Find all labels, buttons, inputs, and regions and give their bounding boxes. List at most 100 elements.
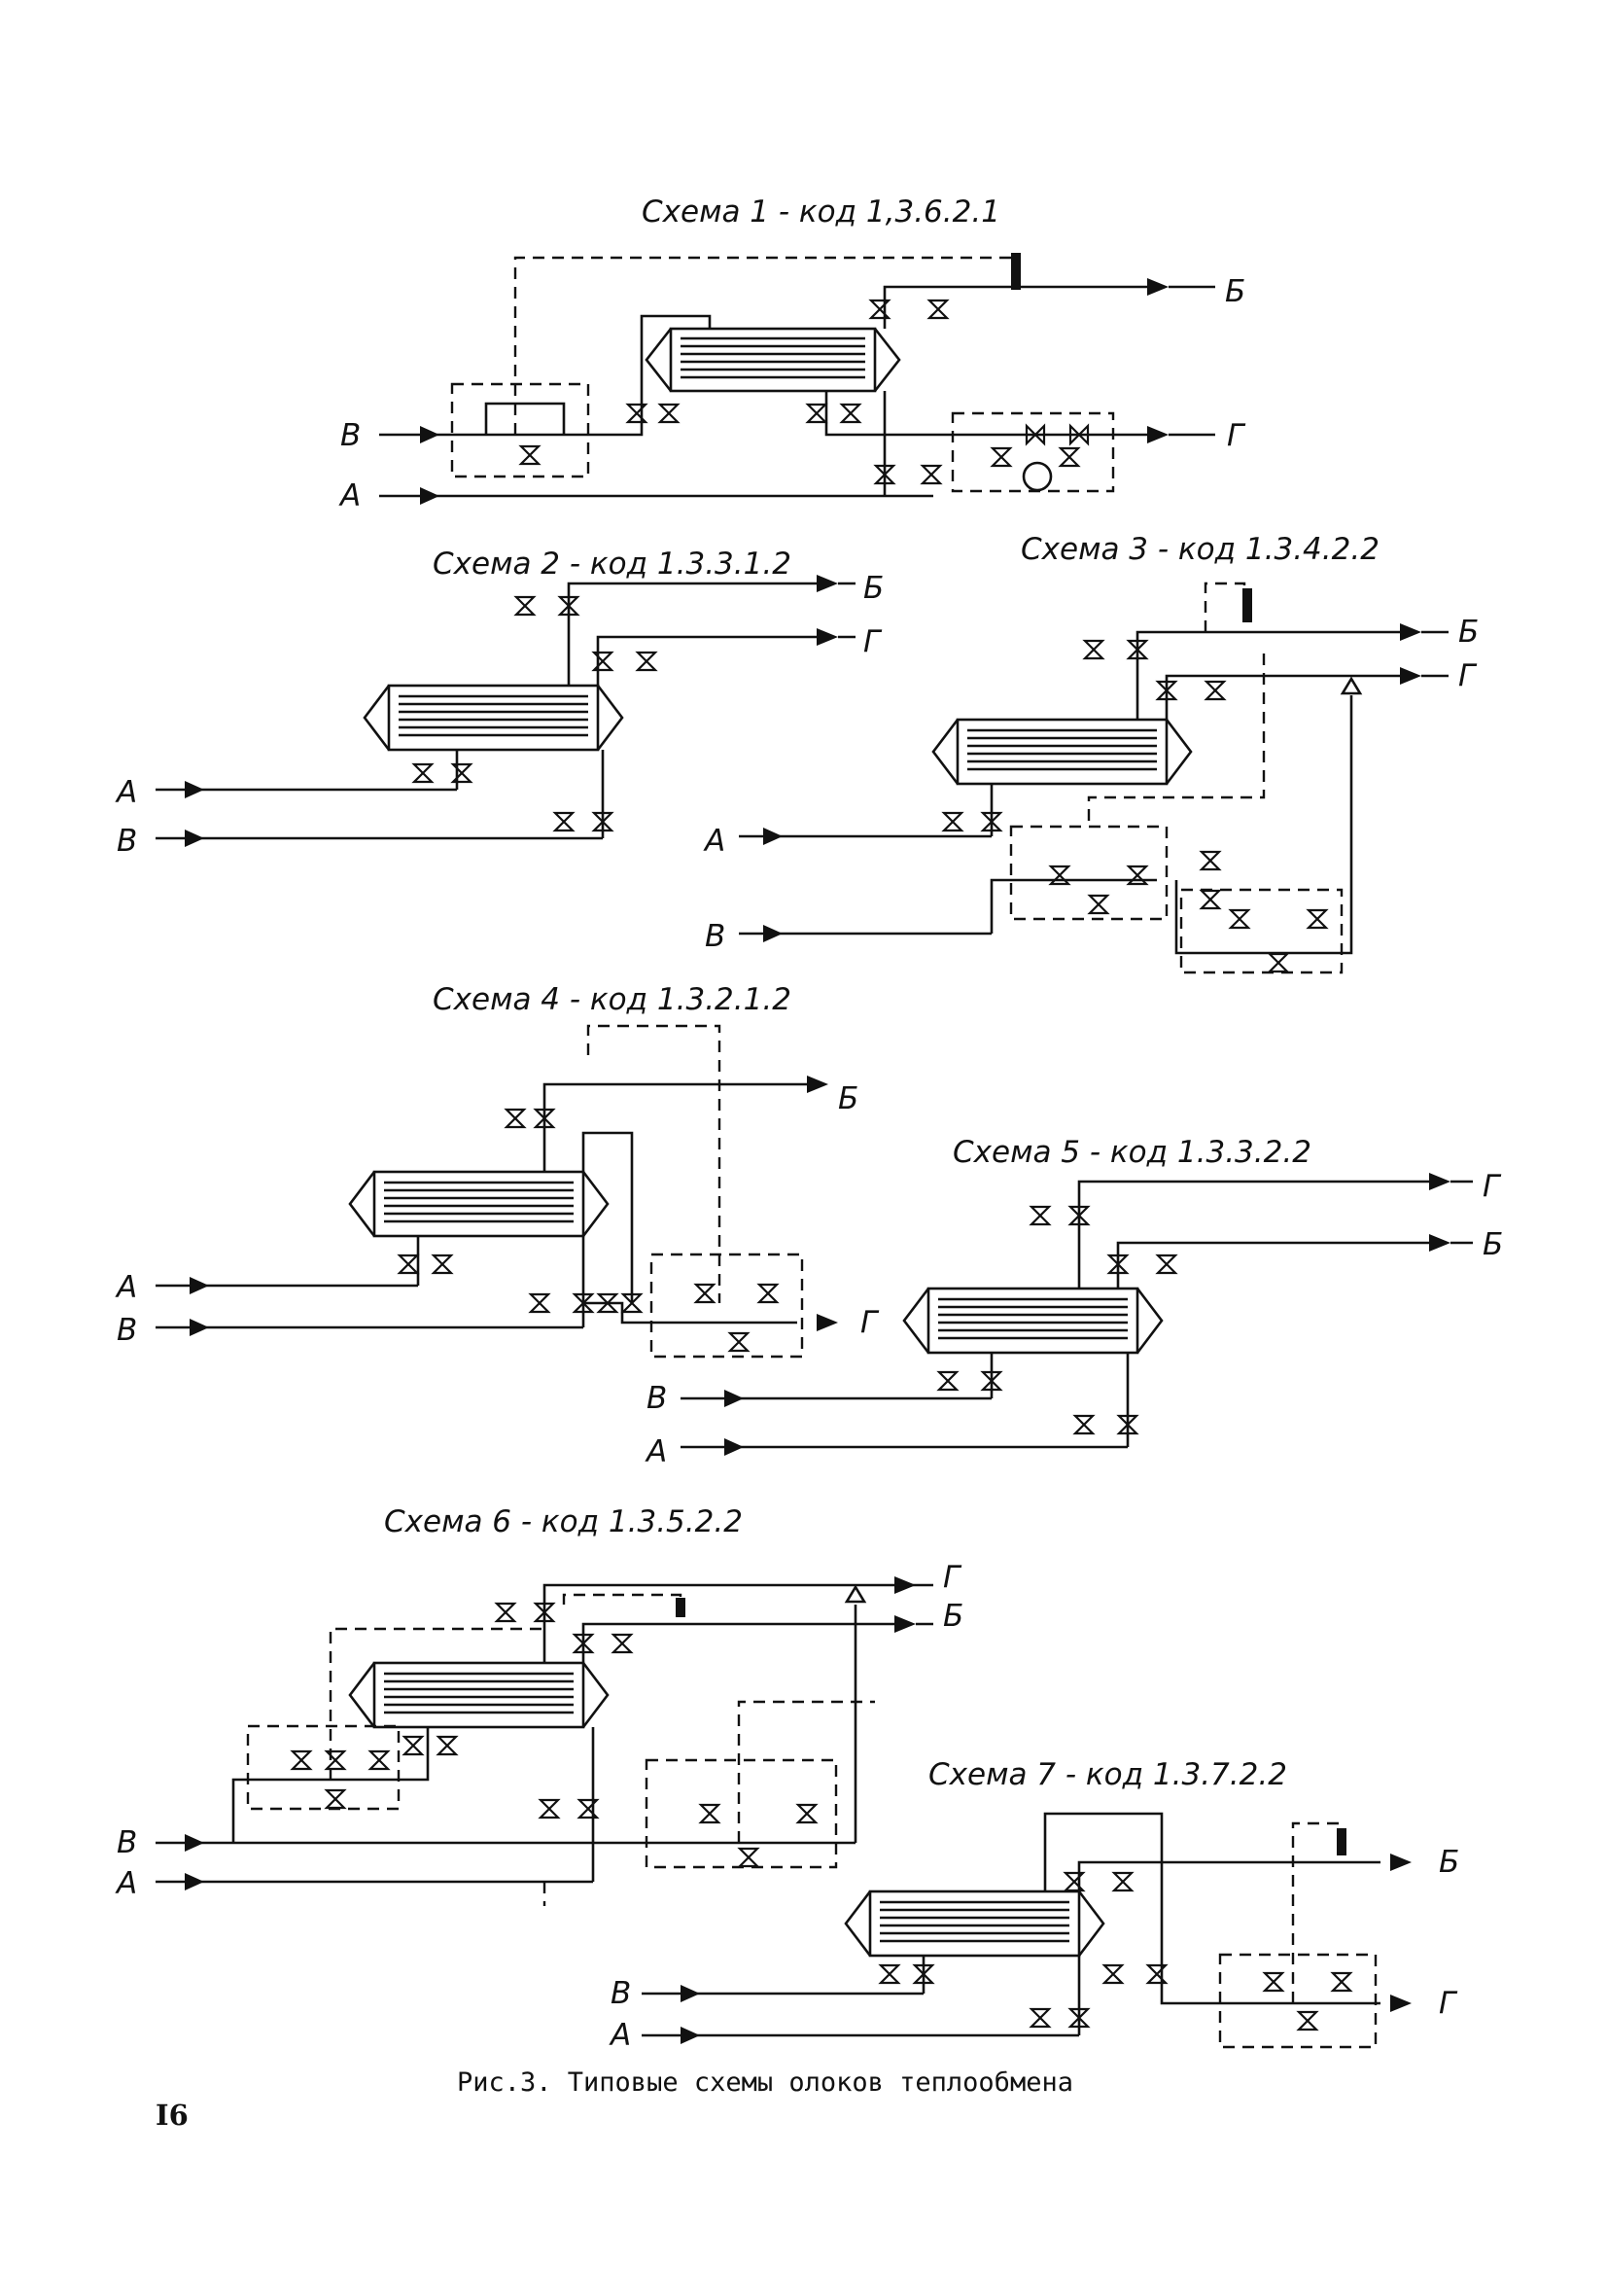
scheme-7-inlet-arrow-v — [681, 1985, 700, 2002]
scheme-6-piping — [156, 1576, 933, 1906]
scheme-6-label-a: А — [115, 1866, 137, 1901]
valve-icon — [1029, 1205, 1052, 1226]
valve-icon — [839, 403, 862, 424]
valve-icon — [1058, 446, 1081, 468]
scheme-2-label-v: В — [117, 824, 137, 859]
valve-icon — [1155, 680, 1178, 701]
valve-icon — [980, 811, 1003, 832]
scheme-2-piping — [156, 575, 856, 847]
scheme-5-heat-exchanger — [902, 1287, 1164, 1355]
valve-icon — [504, 1108, 527, 1129]
scheme-5-stream-labels: Г Б В А — [645, 1169, 1503, 1469]
scheme-2-stream-labels: Б Г А В — [115, 571, 884, 859]
scheme-7-label-a: А — [609, 2018, 631, 2053]
scheme-1-piping — [379, 253, 1215, 505]
scheme-7-outlet-arrow-b — [1390, 1854, 1412, 1871]
valve-icon — [620, 1292, 644, 1314]
valve-icon — [533, 1602, 556, 1623]
scheme-3-piping — [739, 582, 1449, 974]
valve-icon — [528, 1292, 551, 1314]
valve-icon — [1296, 2010, 1319, 2031]
valve-icon — [625, 403, 648, 424]
scheme-1-inlet-arrow-v — [420, 426, 439, 443]
scheme-6-label-b: Б — [943, 1599, 963, 1634]
valve-icon — [436, 1735, 459, 1756]
valve-icon — [1330, 1971, 1353, 1993]
valve-icon — [450, 762, 473, 784]
valve-icon — [324, 1788, 347, 1810]
valve-icon — [1048, 865, 1071, 886]
scheme-3-label-b: Б — [1458, 615, 1479, 650]
valve-icon — [980, 1370, 1003, 1392]
scheme-7-label-g: Г — [1439, 1986, 1458, 2021]
scheme-1-label-a: А — [338, 478, 361, 513]
scheme-2-inlet-arrow-v — [185, 830, 204, 847]
scheme-1-outlet-arrow-g — [1147, 426, 1169, 443]
valve-icon — [1262, 1971, 1285, 1993]
valve-icon — [1068, 423, 1090, 446]
scheme-6-title: Схема 6 - код 1.3.5.2.2 — [384, 1504, 743, 1539]
valve-icon — [920, 464, 943, 485]
scheme-2-label-b: Б — [863, 571, 884, 606]
valve-icon — [1082, 639, 1105, 660]
page-number: I6 — [156, 2099, 189, 2132]
scheme-4-control-unit — [649, 1253, 804, 1359]
scheme-1-pump-unit — [951, 411, 1115, 493]
valve-icon — [795, 1803, 819, 1824]
scheme-2-heat-exchanger — [363, 684, 624, 752]
valve-icon — [1072, 1414, 1096, 1435]
valve-icon — [693, 1283, 716, 1304]
scheme-2-outlet-arrow-g — [817, 628, 838, 646]
valve-icon — [513, 595, 537, 617]
valve-icon — [926, 299, 950, 320]
scheme-6-outlet-arrow-b — [894, 1615, 916, 1633]
valve-icon — [941, 811, 964, 832]
scheme-3-control-unit-2 — [1179, 888, 1344, 974]
valve-icon — [1025, 423, 1046, 446]
valve-icon — [397, 1254, 420, 1275]
valve-icon — [324, 1749, 347, 1771]
valve-icon — [557, 595, 580, 617]
scheme-1-pump-icon — [1022, 461, 1053, 492]
valve-icon — [494, 1602, 517, 1623]
valve-icon — [1199, 850, 1222, 871]
scheme-7-outlet-arrow-g — [1390, 1995, 1412, 2012]
scheme-1-heat-exchanger — [645, 327, 901, 393]
scheme-6-control-unit-1 — [246, 1724, 401, 1811]
valve-icon — [402, 1735, 425, 1756]
scheme-4-title: Схема 4 - код 1.3.2.1.2 — [433, 982, 791, 1017]
scheme-7-label-b: Б — [1439, 1845, 1459, 1880]
valve-icon — [868, 299, 891, 320]
scheme-1-title: Схема 1 - код 1,3.6.2.1 — [642, 194, 1000, 230]
scheme-2-label-g: Г — [863, 624, 883, 659]
scheme-4-piping — [156, 1024, 838, 1359]
scheme-4-inlet-arrow-v — [190, 1319, 209, 1336]
scheme-1-outlet-arrow-b — [1147, 278, 1169, 296]
scheme-1-label-v: В — [340, 418, 361, 453]
figure-caption: Рис.3. Типовые схемы олоков теплообмена — [457, 2067, 1073, 2098]
valve-icon — [576, 1798, 600, 1819]
scheme-4-label-v: В — [117, 1313, 137, 1348]
valve-icon — [1116, 1414, 1139, 1435]
scheme-3-inlet-arrow-a — [763, 828, 783, 845]
valve-icon — [1155, 1254, 1178, 1275]
valve-icon — [635, 651, 658, 672]
valve-icon — [591, 811, 614, 832]
scheme-6-inlet-arrow-a — [185, 1873, 204, 1890]
scheme-4-label-b: Б — [838, 1081, 858, 1116]
scheme-3-outlet-arrow-b — [1400, 623, 1421, 641]
valve-icon — [1145, 1963, 1169, 1985]
scheme-4-heat-exchanger — [348, 1170, 610, 1238]
valve-icon — [518, 444, 541, 466]
scheme-1-label-b: Б — [1225, 274, 1245, 309]
scheme-2-inlet-arrow-a — [185, 781, 204, 798]
valve-icon — [1063, 1871, 1086, 1892]
scheme-6-stream-labels: Г Б В А — [115, 1560, 963, 1901]
scheme-7-control-unit — [1218, 1953, 1378, 2049]
valve-icon — [290, 1749, 313, 1771]
valve-icon — [1204, 680, 1227, 701]
scheme-7-piping — [642, 1812, 1412, 2049]
valve-icon — [805, 403, 828, 424]
scheme-7-heat-exchanger — [844, 1890, 1105, 1958]
